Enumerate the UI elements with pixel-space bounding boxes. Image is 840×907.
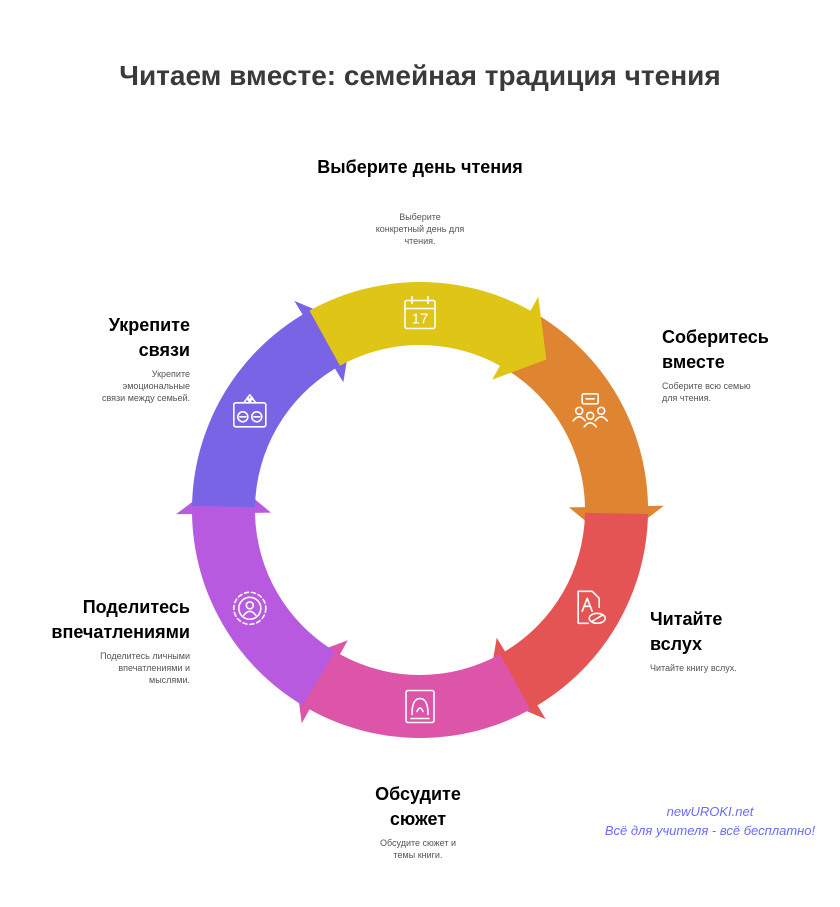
step-title-share: Поделитесь впечатлениями bbox=[51, 597, 190, 642]
step-desc-share: Поделитесь личными впечатлениями и мысля… bbox=[100, 651, 190, 685]
watermark-slogan: Всё для учителя - всё бесплатно! bbox=[604, 823, 816, 838]
person-target-icon bbox=[233, 591, 267, 626]
step-title-read-aloud: Читайте вслух bbox=[650, 609, 723, 654]
cycle-segment-share bbox=[176, 475, 335, 706]
calendar-day-number: 17 bbox=[412, 311, 429, 328]
cycle-segment-read-aloud bbox=[487, 512, 648, 720]
document-reading-icon bbox=[577, 590, 607, 625]
watermark-site: newUROKI.net bbox=[666, 804, 754, 819]
calendar-icon: 17 bbox=[404, 295, 436, 330]
step-title-choose-day: Выберите день чтения bbox=[317, 157, 523, 177]
cycle-segment-choose-day bbox=[309, 282, 547, 380]
step-title-bond: Укрепите связи bbox=[108, 315, 190, 360]
step-title-discuss: Обсудите сюжет bbox=[375, 784, 461, 829]
step-desc-read-aloud: Читайте книгу вслух. bbox=[650, 663, 737, 673]
step-desc-discuss: Обсудите сюжет и темы книги. bbox=[379, 838, 457, 860]
book-discussion-icon bbox=[405, 689, 435, 724]
family-bond-icon bbox=[233, 393, 267, 428]
watermark: newUROKI.net Всё для учителя - всё беспл… bbox=[590, 802, 830, 840]
step-desc-choose-day: Выберите конкретный день для чтения. bbox=[375, 212, 465, 246]
cycle-segment-bond bbox=[192, 300, 353, 508]
family-gathering-icon bbox=[572, 392, 609, 428]
step-desc-bond: Укрепите эмоциональные связи между семье… bbox=[102, 369, 190, 403]
cycle-segment-gather bbox=[505, 314, 664, 545]
page-title: Читаем вместе: семейная традиция чтения bbox=[119, 60, 721, 91]
cycle-segment-discuss bbox=[293, 640, 531, 738]
step-title-gather: Соберитесь вместе bbox=[662, 327, 769, 372]
step-desc-gather: Соберите всю семью для чтения. bbox=[662, 381, 751, 403]
